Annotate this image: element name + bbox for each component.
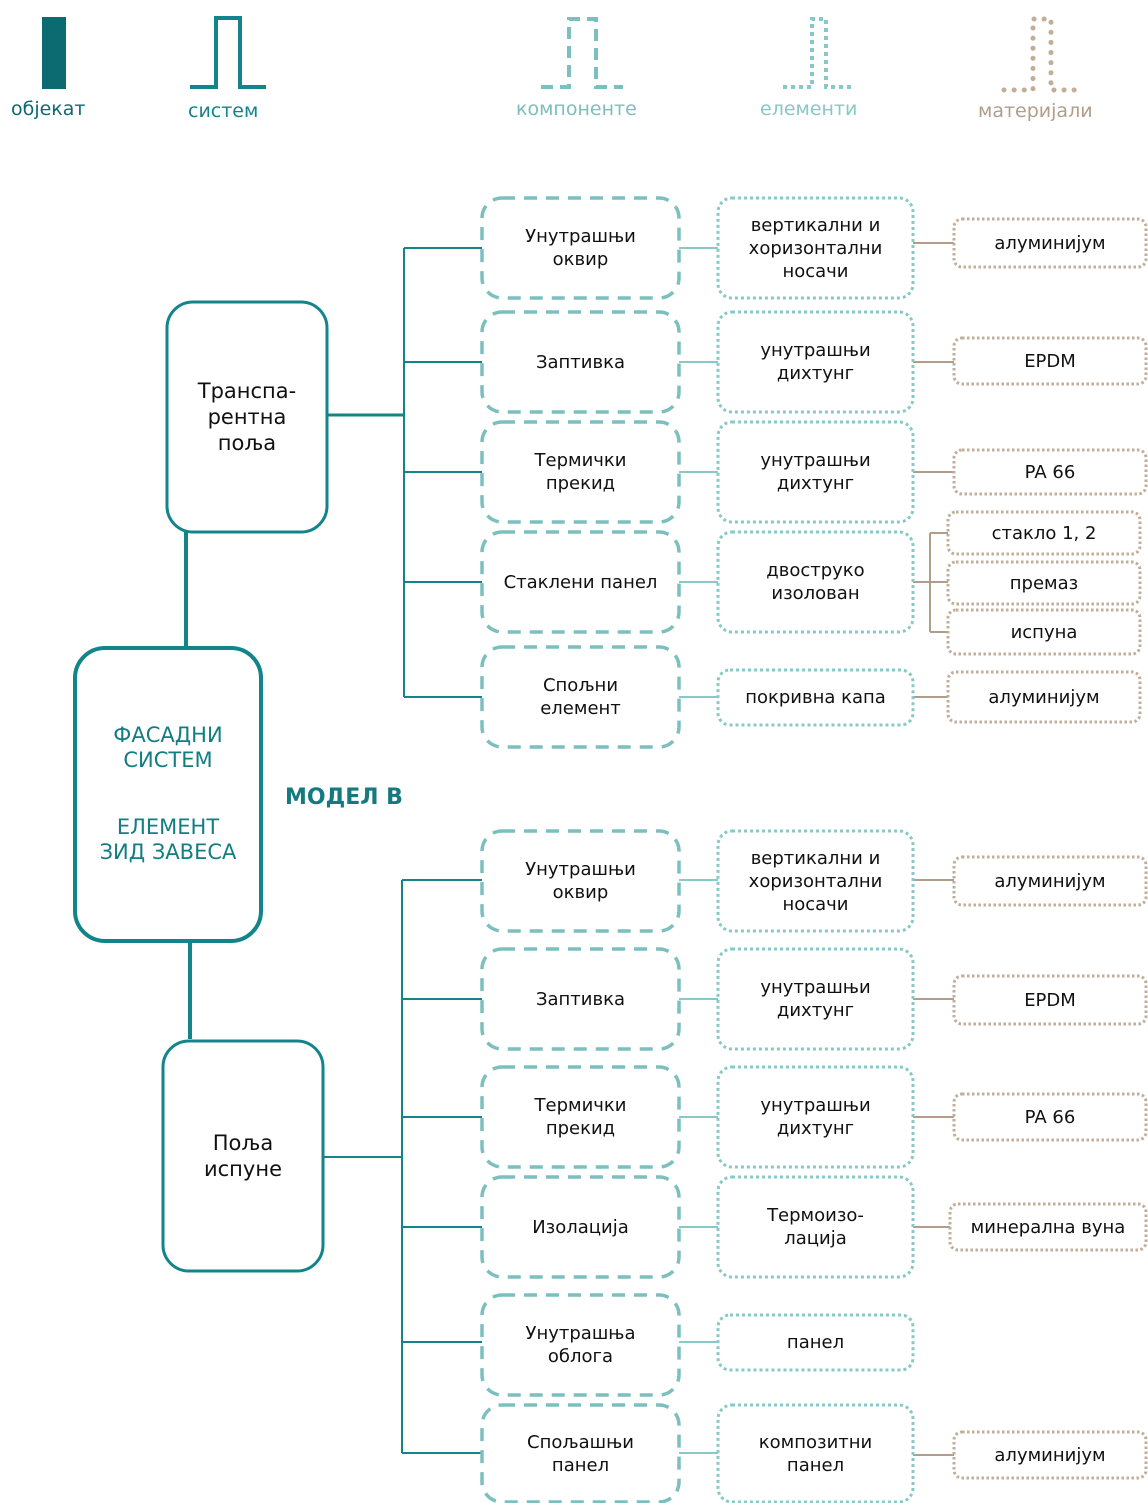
legend-element-icon [783,17,852,89]
legend-material-label: материјали [978,100,1093,122]
system-label: Поља испуне [203,1131,282,1181]
group1-element-boxes [716,196,915,727]
component-label: Термички прекид [534,1095,627,1139]
group2-element-boxes [716,829,915,1503]
main-system-box [73,646,263,943]
legend-element-label: елементи [760,98,858,120]
legend-object-icon [42,17,66,89]
material-label: алуминијум [994,870,1106,892]
legend-system-icon [190,16,266,89]
group2-connectors [323,879,954,1456]
element-label: вертикални и хоризонтални носачи [748,214,883,282]
component-label: Унутрашњи оквир [525,226,636,270]
legend-system-label: систем [188,100,259,122]
component-label: Изолација [532,1216,629,1238]
group2-material-boxes [948,855,1148,1480]
material-label: минерална вуна [970,1216,1126,1238]
group1-material-boxes [946,217,1148,724]
component-label: Унутрашњи оквир [525,859,636,903]
group2-component-boxes [480,829,681,1503]
group1-connectors [327,242,954,698]
legend-material-icon [1001,16,1078,93]
element-label: композитни панел [758,1431,873,1476]
material-label: PA 66 [1024,461,1076,483]
material-label: EPDM [1024,350,1076,372]
main-title: ФАСАДНИ СИСТЕМ [113,722,223,772]
element-label: вертикални и хоризонтални носачи [748,847,883,915]
material-label: EPDM [1024,989,1076,1011]
model-label: МОДЕЛ В [285,785,403,810]
element-label: двоструко изолован [766,560,865,604]
system-label: Транспа- рентна поља [197,379,297,455]
material-label: PA 66 [1024,1106,1076,1128]
system-box-infill [161,1039,325,1273]
component-label: Термички прекид [534,450,627,494]
material-label: алуминијум [994,1444,1106,1466]
material-label: алуминијум [994,232,1106,254]
component-label: Спољни елемент [540,675,621,719]
component-label: Унутрашња облога [525,1323,636,1367]
legend-object-label: објекат [11,98,86,120]
element-label: Термоизо- лација [767,1205,864,1249]
main-subtitle: ЕЛЕМЕНТ ЗИД ЗАВЕСА [99,814,237,864]
element-label: унутрашњи дихтунг [760,340,871,384]
system-box-transparent [165,300,329,534]
element-label: покривна капа [745,687,886,708]
element-label: унутрашњи дихтунг [760,450,871,494]
material-label: премаз [1009,572,1079,594]
legend-component-icon [541,17,623,89]
element-label: унутрашњи дихтунг [760,977,871,1021]
legend-component-label: компоненте [516,98,637,120]
component-label: Стаклени панел [503,571,658,593]
element-label: унутрашњи дихтунг [760,1095,871,1139]
component-label: Спољашњи панел [527,1431,634,1476]
material-label: испуна [1010,621,1078,643]
element-label: панел [786,1332,845,1353]
material-label: алуминијум [988,686,1100,708]
component-label: Заптивка [535,351,626,373]
component-label: Заптивка [535,988,626,1010]
material-label: стакло 1, 2 [991,522,1097,544]
group1-component-boxes [480,196,681,749]
